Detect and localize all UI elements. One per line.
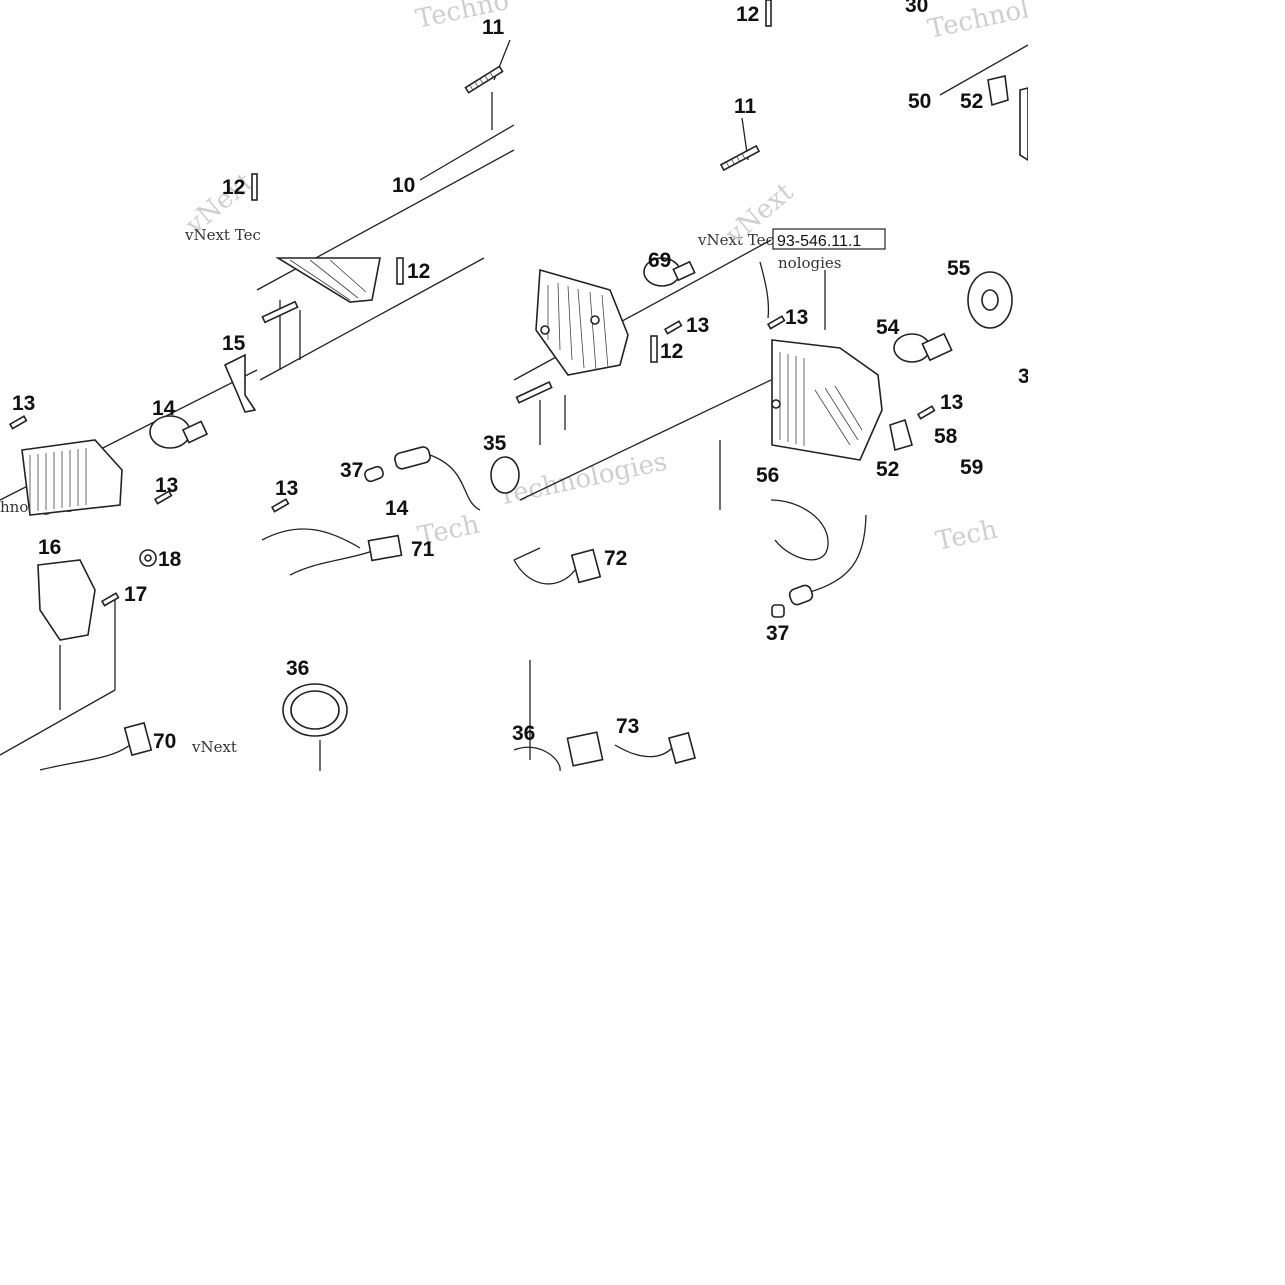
- bulb-part: [149, 415, 209, 449]
- cover-ring-part: [290, 690, 340, 730]
- callout-label: 15: [222, 332, 246, 355]
- reference-box: 93-546.11.1: [772, 228, 886, 250]
- housing-part: [37, 559, 96, 641]
- callout-label: 71: [411, 538, 435, 561]
- callout-label: 16: [38, 536, 61, 559]
- callout-label: 12: [736, 3, 759, 26]
- headlamp-part: [275, 257, 381, 303]
- bolt-part: [100, 592, 120, 607]
- callout-label: 14: [385, 497, 409, 520]
- clip-part: [251, 173, 258, 201]
- clip-part: [650, 335, 658, 363]
- socket-part: [771, 604, 785, 618]
- callout-label: 12: [660, 340, 683, 363]
- nut-part: [144, 554, 152, 562]
- bulb-part: [893, 332, 953, 363]
- watermark-layer: Techno Technologies Technologies Tech Te…: [0, 0, 1100, 756]
- callout-layer: 11 10 12 12 11 30 50 52 12 13 14 15 13 1…: [12, 0, 1030, 753]
- tile-edges: [256, 0, 772, 1]
- screw-part: [464, 65, 504, 94]
- clip-part: [765, 0, 772, 27]
- bolt-part: [153, 490, 173, 505]
- watermark-text: Tech: [933, 515, 1000, 557]
- cover-ring-part: [770, 499, 829, 561]
- parts-drawing: [8, 0, 1029, 772]
- cover-ring-part: [981, 289, 999, 311]
- callout-label: 3: [1018, 365, 1030, 388]
- callout-label: 52: [960, 90, 983, 113]
- callout-label: 73: [616, 715, 639, 738]
- watermark-text: Technologies: [495, 447, 670, 512]
- callout-label: 58: [934, 425, 958, 448]
- callout-label: 59: [960, 456, 983, 479]
- socket-part: [364, 465, 384, 483]
- wiring-part: [39, 261, 867, 771]
- clip-part: [396, 257, 404, 285]
- callout-label: 70: [153, 730, 176, 753]
- bolt-part: [766, 315, 786, 330]
- callout-label: 12: [407, 260, 430, 283]
- bolt-part: [663, 320, 683, 335]
- callout-label: 11: [734, 95, 757, 118]
- bracket-part: [889, 418, 913, 452]
- screw-part: [515, 381, 553, 404]
- callout-label: 52: [876, 458, 899, 481]
- watermark-text: nologies: [778, 254, 842, 272]
- reference-code: 93-546.11.1: [777, 233, 861, 250]
- bolt-part: [916, 405, 936, 420]
- bulb-part: [643, 257, 696, 287]
- callout-label: 72: [604, 547, 627, 570]
- watermark-text: vNext Tec: [184, 226, 261, 244]
- callout-label: 37: [340, 459, 363, 482]
- callout-label: 37: [766, 622, 789, 645]
- callout-label: 13: [785, 306, 808, 329]
- callout-label: 10: [392, 174, 415, 197]
- callout-label: 13: [275, 477, 298, 500]
- callout-label: 13: [12, 392, 35, 415]
- bolt-part: [270, 498, 290, 513]
- cover-ring-part: [490, 456, 520, 494]
- bracket-part: [1019, 86, 1029, 162]
- callout-label: 14: [152, 397, 176, 420]
- bolt-part: [8, 415, 28, 430]
- callout-label: 30: [905, 0, 928, 17]
- screw-part: [261, 300, 299, 324]
- headlamp-part: [535, 268, 629, 376]
- callout-label: 56: [756, 464, 779, 487]
- bracket-part: [223, 353, 257, 413]
- callout-label: 50: [908, 90, 931, 113]
- callout-label: 55: [947, 257, 971, 280]
- callout-label: 69: [648, 249, 671, 272]
- callout-label: 36: [286, 657, 309, 680]
- callout-label: 13: [155, 474, 178, 497]
- watermark-text: vNext Tec: [697, 231, 774, 249]
- screw-part: [719, 144, 761, 172]
- callout-label: 11: [482, 16, 505, 39]
- headlamp-part: [771, 339, 883, 461]
- headlamp-part: [21, 439, 123, 516]
- callout-label: 18: [158, 548, 182, 571]
- cover-ring-part: [513, 746, 561, 772]
- callout-label: 12: [222, 176, 245, 199]
- watermark-text: vNext: [191, 738, 237, 756]
- callout-label: 13: [940, 391, 963, 414]
- callout-label: 17: [124, 583, 147, 606]
- bracket-part: [987, 75, 1009, 107]
- callout-label: 13: [686, 314, 709, 337]
- callout-label: 35: [483, 432, 507, 455]
- callout-label: 54: [876, 316, 900, 339]
- callout-label: 36: [512, 722, 535, 745]
